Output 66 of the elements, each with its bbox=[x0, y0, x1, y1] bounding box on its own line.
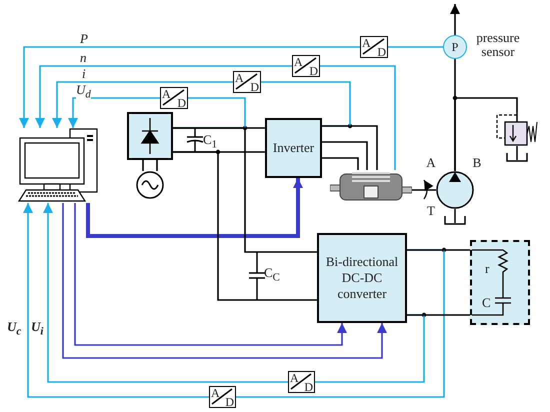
box-label: Inverter bbox=[272, 140, 314, 156]
relief-valve-symbol bbox=[496, 112, 538, 146]
connector-line bbox=[322, 157, 359, 170]
converter-label: D bbox=[377, 45, 386, 59]
arrow bbox=[62, 203, 387, 359]
sensor-label: P bbox=[450, 40, 460, 54]
arrow bbox=[35, 65, 292, 128]
converter-box bbox=[317, 233, 407, 323]
connector-line bbox=[173, 127, 317, 253]
box-label: Bi-directional DC-DC converter bbox=[324, 254, 400, 302]
ad-converter-box bbox=[233, 71, 261, 93]
connector-line bbox=[236, 249, 445, 398]
connector-line bbox=[142, 160, 144, 171]
converter-label: D bbox=[309, 64, 318, 78]
pressure-sensor-circle bbox=[443, 35, 467, 59]
rectifier-box bbox=[127, 112, 173, 160]
connector-line bbox=[156, 160, 158, 171]
connector-line bbox=[407, 249, 470, 251]
arrow bbox=[43, 203, 288, 383]
connector-line bbox=[454, 97, 518, 171]
ad-converter-box bbox=[360, 36, 388, 58]
connector-line bbox=[322, 125, 378, 170]
port-label: B bbox=[472, 156, 482, 170]
port-label: T bbox=[426, 204, 436, 218]
converter-label: D bbox=[177, 96, 186, 110]
arrow bbox=[23, 203, 209, 398]
converter-label: A bbox=[162, 87, 171, 101]
ad-converter-box bbox=[209, 386, 236, 408]
converter-label: D bbox=[250, 80, 259, 94]
motor-drawing bbox=[330, 170, 412, 202]
edge-label: P bbox=[80, 32, 88, 46]
connector-line bbox=[173, 151, 317, 301]
converter-label: A bbox=[362, 36, 371, 50]
arrow bbox=[52, 81, 233, 128]
connector-line bbox=[322, 141, 368, 170]
ad-converter-box bbox=[160, 87, 188, 109]
pump-symbol bbox=[436, 171, 474, 209]
arrow bbox=[74, 203, 347, 346]
converter-label: A bbox=[235, 71, 244, 85]
edge-label: U$_{d}$ bbox=[76, 83, 91, 102]
connector-line bbox=[412, 189, 436, 191]
arrow bbox=[68, 97, 160, 128]
converter-label: A bbox=[294, 55, 303, 69]
sensor-caption: pressure sensor bbox=[475, 31, 521, 59]
ad-converter-box bbox=[288, 371, 315, 393]
port-label: A bbox=[426, 156, 436, 170]
inverter-box bbox=[265, 118, 322, 178]
connector-line bbox=[320, 65, 396, 170]
ad-converter-box bbox=[292, 55, 320, 77]
component-label: r bbox=[485, 262, 490, 276]
supercapacitor-box bbox=[470, 240, 530, 325]
connector-line bbox=[315, 314, 425, 383]
converter-label: D bbox=[225, 395, 234, 409]
arrow bbox=[450, 4, 460, 35]
converter-label: D bbox=[304, 380, 313, 394]
converter-label: A bbox=[290, 371, 299, 385]
component-label: C$_{1}$ bbox=[203, 133, 218, 152]
connector-line bbox=[388, 46, 443, 48]
converter-label: A bbox=[211, 386, 220, 400]
arrow bbox=[19, 46, 360, 128]
connector-line bbox=[407, 314, 470, 316]
ac-source-symbol bbox=[136, 171, 164, 199]
edge-label: i bbox=[82, 67, 86, 81]
arrow bbox=[86, 178, 303, 238]
component-label: C bbox=[482, 296, 491, 310]
component-label: C$_{C}$ bbox=[264, 266, 280, 285]
